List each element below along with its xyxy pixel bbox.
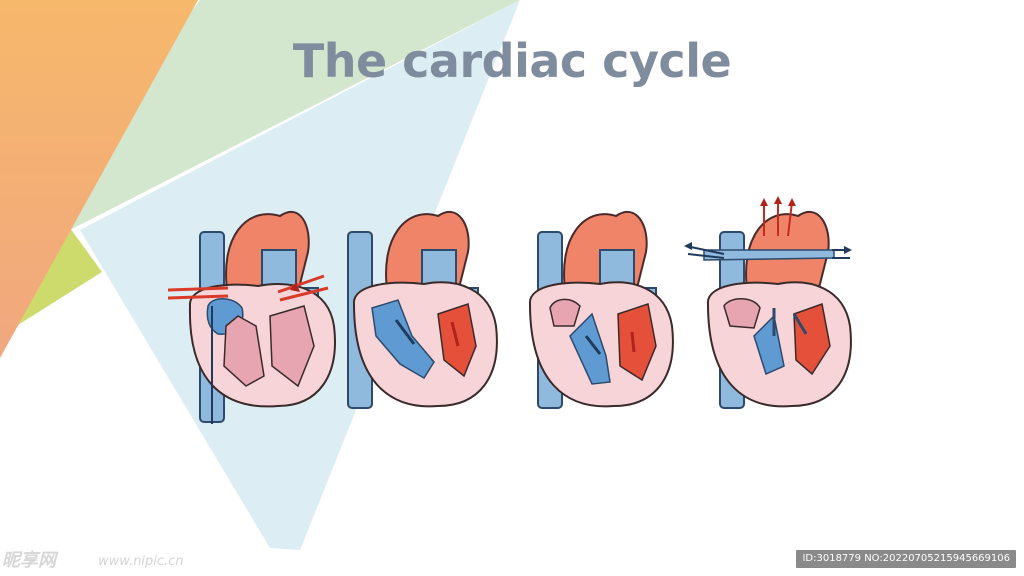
heart-diagram-phase-3 bbox=[528, 210, 674, 409]
heart-diagram-phase-4 bbox=[684, 196, 852, 409]
watermark-url: www.nipic.cn bbox=[98, 554, 184, 569]
image-id-badge: ID:3018779 NO:20220705215945669106 bbox=[796, 550, 1016, 568]
heart-diagram-phase-1 bbox=[168, 210, 336, 424]
watermark-logo: 昵享网 bbox=[2, 550, 56, 571]
page-title: The cardiac cycle bbox=[292, 34, 732, 88]
lime-band bbox=[10, 228, 102, 330]
orange-band bbox=[0, 0, 198, 358]
heart-diagram-phase-2 bbox=[347, 210, 498, 409]
